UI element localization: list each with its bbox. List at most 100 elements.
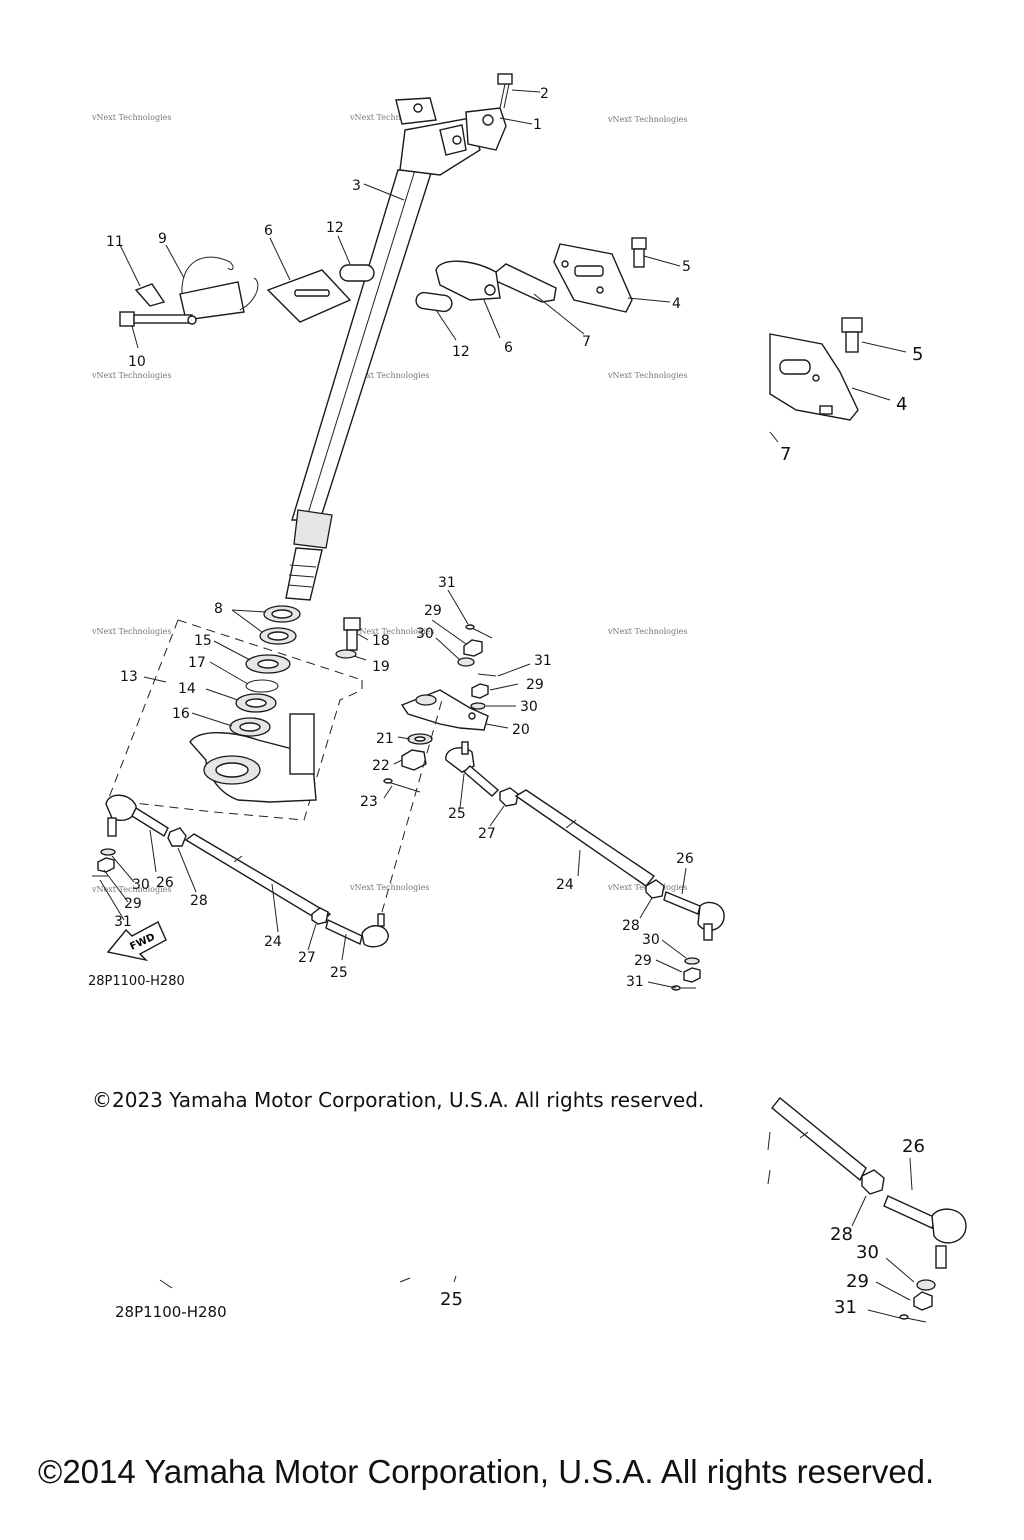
zoom-callout-4: 4: [896, 394, 907, 415]
callout-6-right: 6: [504, 340, 513, 356]
callout-24-right: 24: [556, 877, 574, 893]
callout-25-right: 25: [448, 806, 466, 822]
callout-12-top: 12: [326, 220, 344, 236]
washer-part-19: [335, 649, 357, 659]
callout-23: 23: [360, 794, 378, 810]
bolt-part-10: [119, 311, 197, 327]
clamp-part-1: [465, 107, 507, 151]
callout-21: 21: [376, 731, 394, 747]
callout-13: 13: [120, 669, 138, 685]
watermark: vNext Technologies: [349, 883, 429, 892]
callout-28-left: 28: [190, 893, 208, 909]
watermark: vNext Technologies: [607, 371, 687, 380]
callout-19: 19: [372, 659, 390, 675]
bolt-part-5: [631, 237, 647, 268]
callout-3: 3: [352, 178, 361, 194]
watermark: vNext Technologies: [607, 627, 687, 636]
steering-housing-part-13: [107, 619, 363, 821]
nut-part-29-mid: [471, 683, 489, 699]
callout-16: 16: [172, 706, 190, 722]
zoom-callout-28: 28: [830, 1224, 853, 1245]
callout-26-right: 26: [676, 851, 694, 867]
callout-31-top: 31: [438, 575, 456, 591]
tie-rod-part-24-right: [514, 789, 656, 887]
bearing-part-16: [229, 717, 271, 737]
tie-rod-end-part-26-left: [105, 794, 169, 838]
callout-30-top: 30: [416, 626, 434, 642]
callout-15: 15: [194, 633, 212, 649]
pitman-arm-part-20: [400, 689, 489, 731]
bolt-part-18: [343, 617, 361, 651]
callout-27-right: 27: [478, 826, 496, 842]
circlip-part-17: [245, 679, 279, 693]
bracket-part-4: [553, 243, 633, 313]
callout-30-mid: 30: [520, 699, 538, 715]
callout-7: 7: [582, 334, 591, 350]
tie-rod-end-part-25-left: [325, 913, 389, 948]
copyright-main: ©2023 Yamaha Motor Corporation, U.S.A. A…: [92, 1088, 705, 1112]
zoom-inset-upper: 5 4 7: [769, 317, 923, 465]
tie-rod-part-24-left: [184, 833, 332, 923]
callout-12-mid: 12: [452, 344, 470, 360]
diagram-code: 28P1100-H280: [88, 974, 185, 989]
bushing-part-12-mid: [415, 291, 453, 313]
cotter-pin-part-31-top: [465, 624, 493, 639]
zoom-callout-31: 31: [834, 1297, 857, 1318]
cotter-pin-part-31-mid: [477, 673, 497, 677]
callout-30-right: 30: [642, 932, 660, 948]
nut-part-28-left: [167, 827, 187, 847]
watermark: vNext Technologies: [349, 371, 429, 380]
watermark: vNext Technologies: [91, 113, 171, 122]
callout-20: 20: [512, 722, 530, 738]
callout-10: 10: [128, 354, 146, 370]
watermark: vNext Technologies: [91, 885, 171, 894]
callout-14: 14: [178, 681, 196, 697]
diagram-code-zoom: 28P1100-H280: [115, 1303, 227, 1321]
callout-2: 2: [540, 86, 549, 102]
nut-part-29-right: [683, 967, 701, 983]
callout-6-left: 6: [264, 223, 273, 239]
zoom-callout-5: 5: [912, 344, 923, 365]
steering-column-shaft: [285, 97, 481, 601]
bushing-part-12-top: [339, 264, 375, 282]
callout-4: 4: [672, 296, 681, 312]
zoom-callout-30: 30: [856, 1242, 879, 1263]
callout-28-right: 28: [622, 918, 640, 934]
callout-numbers: 2 1 3 12 6 9 11 10 5 4 7 6 12 8 15 17 13…: [106, 86, 694, 990]
callout-1: 1: [533, 117, 542, 133]
washer-part-15: [245, 654, 291, 674]
washer-part-30-left: [100, 848, 116, 856]
bearing-part-14: [235, 693, 277, 713]
callout-26-left: 26: [156, 875, 174, 891]
oil-seals-part-8: [259, 605, 301, 645]
tie-rod-end-part-26-right: [663, 891, 725, 941]
callout-22: 22: [372, 758, 390, 774]
washer-part-21: [407, 733, 433, 745]
callout-29-left: 29: [124, 896, 142, 912]
callout-31-mid: 31: [534, 653, 552, 669]
zoom-inset-lower: 26 28 30 29 31 25: [159, 1097, 967, 1323]
washer-part-30-mid: [470, 702, 486, 710]
callout-11: 11: [106, 234, 124, 250]
washer-part-30-top: [457, 657, 475, 667]
zoom-callout-26: 26: [902, 1136, 925, 1157]
nut-part-27-right: [499, 787, 519, 807]
nut-part-22: [401, 749, 427, 771]
washer-part-30-right: [684, 957, 700, 965]
callout-27-left: 27: [298, 950, 316, 966]
cotter-pin-part-23: [383, 778, 421, 793]
zoom-callout-25: 25: [440, 1289, 463, 1310]
holder-part-6-left: [266, 269, 352, 323]
bolt-part-2: [497, 73, 513, 109]
callout-8: 8: [214, 601, 223, 617]
watermark: vNext Technologies: [354, 627, 434, 636]
callout-9: 9: [158, 231, 167, 247]
stay-part-11: [134, 283, 166, 307]
watermark: vNext Technologies: [91, 627, 171, 636]
zoom-callout-7: 7: [780, 444, 791, 465]
tie-rod-end-part-25-right: [445, 741, 500, 797]
callout-31-right: 31: [626, 974, 644, 990]
callout-24-left: 24: [264, 934, 282, 950]
assembly-guide-line: [381, 699, 443, 913]
